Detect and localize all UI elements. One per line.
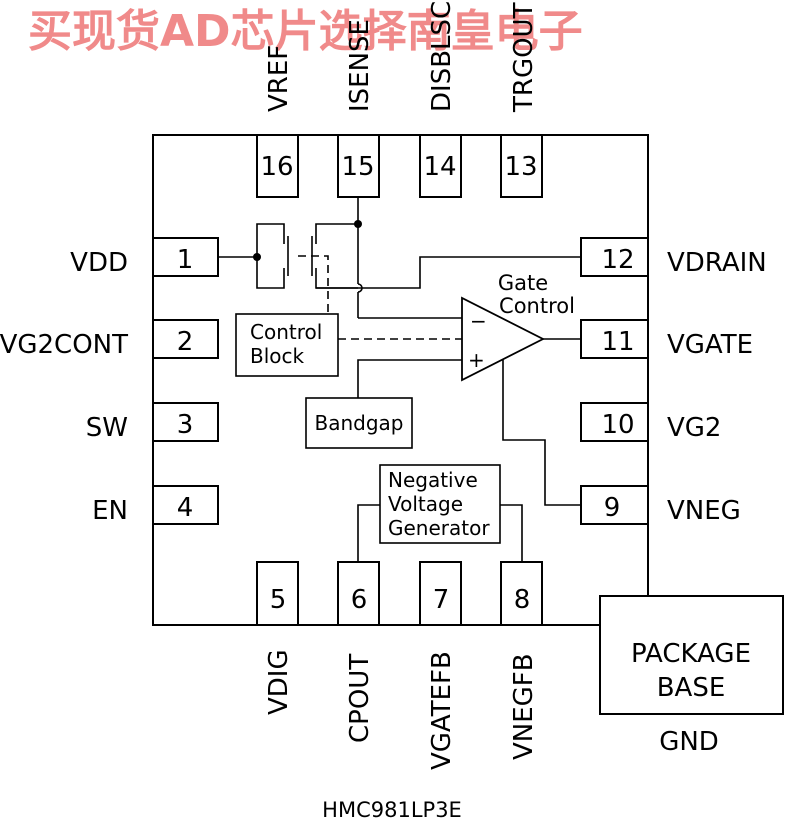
control-lines — [298, 255, 462, 340]
watermark-banner: 买现货AD芯片选择南皇电子 — [28, 6, 583, 57]
package-base-line2: BASE — [657, 673, 726, 703]
pin-2-number: 2 — [177, 327, 194, 357]
pin-3-label: SW — [86, 413, 128, 443]
pin-8-label: VNEGFB — [509, 653, 539, 760]
pin-8: 8 VNEGFB — [500, 561, 543, 760]
package-base-line1: PACKAGE — [631, 639, 751, 669]
pin-10: 10 VG2 — [580, 402, 721, 443]
pin-16-box — [256, 134, 299, 198]
part-number: HMC981LP3E — [322, 798, 462, 822]
junction-dot — [354, 220, 362, 228]
wire-fet-left-top — [256, 223, 285, 257]
pin-1-box — [152, 237, 219, 277]
dashed-control-gate — [298, 255, 329, 314]
pin-7: 7 VGATEFB — [419, 561, 462, 770]
pin-8-number: 8 — [514, 585, 531, 615]
pin-14-number: 14 — [423, 152, 456, 182]
package-base-box — [599, 595, 784, 715]
pin-15-number: 15 — [341, 152, 374, 182]
pin-2-box — [152, 319, 219, 359]
pin-5-box — [256, 561, 299, 626]
pin-4-label: EN — [92, 496, 128, 526]
pin-16: 16 VREF — [256, 45, 299, 198]
pin-2: 2 VG2CONT — [0, 319, 219, 360]
pin-12-number: 12 — [601, 245, 634, 275]
wire-fet-left-bottom — [256, 257, 285, 289]
pin-1-number: 1 — [177, 245, 194, 275]
pin-12: 12 VDRAIN — [580, 237, 767, 278]
gate-control-line1: Gate — [498, 271, 548, 295]
pin-4-number: 4 — [177, 493, 194, 523]
pin-11-box — [580, 319, 649, 359]
pin-11-number: 11 — [601, 327, 634, 357]
pin-11-label: VGATE — [667, 330, 753, 360]
gate-control-line2: Control — [499, 294, 575, 318]
wire-vnegfb — [500, 504, 523, 562]
pin-6-label: CPOUT — [345, 654, 375, 743]
pin-12-label: VDRAIN — [667, 248, 767, 278]
negative-voltage-generator-box — [379, 464, 501, 544]
pin-10-label: VG2 — [667, 413, 721, 443]
pin-11: 11 VGATE — [580, 319, 753, 360]
pin-8-box — [500, 561, 543, 626]
opamp-minus: − — [470, 309, 487, 333]
pin-3: 3 SW — [86, 402, 219, 443]
pin-10-number: 10 — [601, 410, 634, 440]
bandgap-box — [305, 397, 413, 449]
pin-1-label: VDD — [70, 248, 128, 278]
wire-cpout — [357, 504, 380, 562]
pin-15-label: ISENSE — [345, 19, 375, 112]
pin-14-box — [419, 134, 462, 198]
wire-fet-right-top — [315, 223, 358, 244]
pin-14: 14 DISBLSC — [419, 1, 462, 198]
pin-13-box — [500, 134, 543, 198]
pin-13-label: TRGOUT — [509, 2, 539, 113]
pin-6-box — [337, 561, 380, 626]
nvg-line3: Generator — [388, 516, 490, 540]
pin-5-number: 5 — [270, 585, 287, 615]
nvg-line1: Negative — [388, 468, 478, 492]
pin-14-label: DISBLSC — [427, 1, 457, 112]
pin-13: 13 TRGOUT — [500, 2, 543, 198]
control-block-line1: Control — [250, 320, 322, 344]
pin-1: 1 VDD — [70, 237, 219, 278]
pin-15: 15 ISENSE — [337, 19, 380, 198]
internal-wires — [218, 197, 581, 562]
pin-6-number: 6 — [351, 585, 368, 615]
gnd-label: GND — [659, 727, 719, 757]
pin-9: 9 VNEG — [580, 485, 741, 526]
opamp-triangle — [461, 296, 545, 382]
control-block-box — [235, 313, 339, 377]
wire-vneg — [502, 360, 581, 506]
wire-vdrain — [316, 256, 581, 289]
pin-6: 6 CPOUT — [337, 561, 380, 743]
opamp-plus: + — [468, 348, 485, 372]
nvg-line2: Voltage — [388, 492, 463, 516]
pin-4: 4 EN — [92, 485, 219, 526]
pin-13-number: 13 — [504, 152, 537, 182]
chip-body — [152, 134, 649, 626]
wire-bandgap-plus — [357, 359, 462, 398]
control-block-line2: Block — [250, 344, 305, 368]
wire-fet-right-bottom — [315, 268, 358, 289]
pin-9-label: VNEG — [667, 496, 741, 526]
pin-7-number: 7 — [433, 585, 450, 615]
pin-5: 5 VDIG — [256, 561, 299, 715]
pin-16-number: 16 — [260, 152, 293, 182]
pin-2-label: VG2CONT — [0, 330, 128, 360]
pin-16-label: VREF — [264, 45, 294, 112]
pin-3-box — [152, 402, 219, 442]
pin-12-box — [580, 237, 649, 277]
pin-5-label: VDIG — [264, 649, 294, 715]
pin-10-box — [580, 402, 649, 442]
pin-4-box — [152, 485, 219, 525]
pin-3-number: 3 — [177, 410, 194, 440]
junction-dot — [253, 253, 261, 261]
pin-7-label: VGATEFB — [427, 651, 457, 770]
pin-9-number: 9 — [604, 493, 621, 523]
pin-7-box — [419, 561, 462, 626]
bandgap-label: Bandgap — [315, 411, 404, 435]
